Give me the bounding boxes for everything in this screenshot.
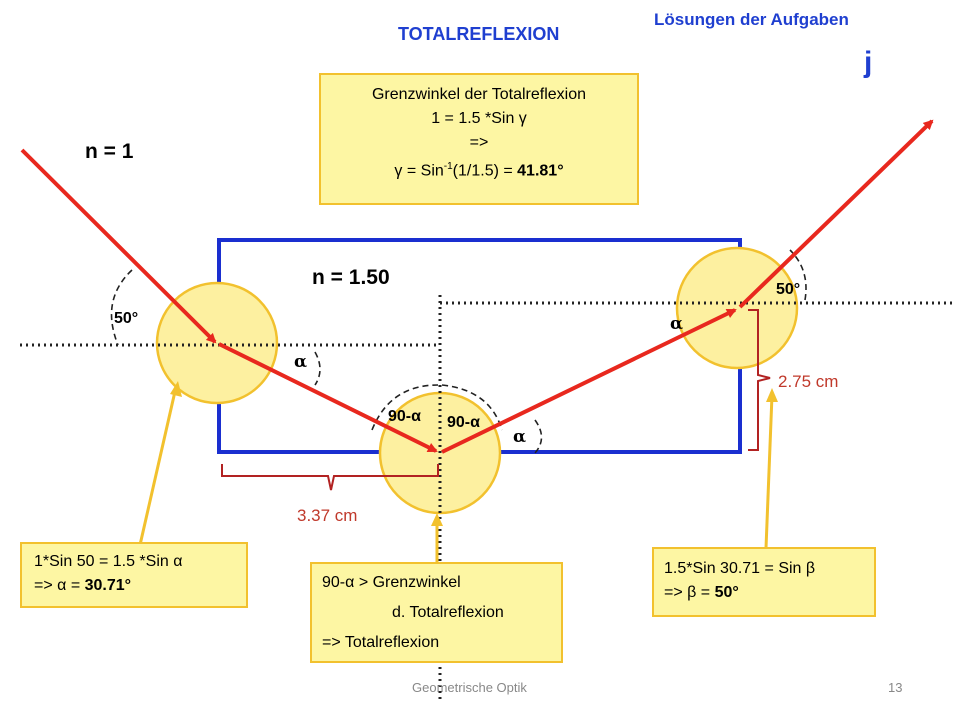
arc-alpha-reflection xyxy=(534,419,543,454)
pointer-entry-head xyxy=(170,381,182,397)
entry-alpha-value: 30.71° xyxy=(84,577,132,594)
n-outer-label: n = 1 xyxy=(85,140,134,163)
entry-box: 1*Sin 50 = 1.5 *Sin α => α = 30.71° xyxy=(20,542,248,608)
slide-mark: j xyxy=(864,46,873,79)
grenzwinkel-value: 41.81° xyxy=(517,162,564,180)
total-line2: d. Totalreflexion xyxy=(392,604,504,621)
distance-vertical: 2.75 cm xyxy=(778,372,839,391)
arc-50-entry xyxy=(110,269,133,346)
exit-box: 1.5*Sin 30.71 = Sin β => β = 50° xyxy=(652,547,876,617)
pointer-reflection-head xyxy=(431,513,443,526)
exit-beta-value: 50° xyxy=(714,584,739,601)
dim-bracket-horizontal xyxy=(221,464,439,491)
total-line3: => Totalreflexion xyxy=(322,634,440,651)
pointer-entry xyxy=(138,386,178,546)
circle-exit xyxy=(675,246,799,370)
grenzwinkel-line4-sup: -1 xyxy=(443,161,453,172)
ray-refracted xyxy=(218,342,438,453)
slide-title: TOTALREFLEXION xyxy=(398,24,560,44)
ninety-minus-alpha-right: 90-α xyxy=(447,414,480,431)
arc-50-exit xyxy=(789,249,807,301)
entry-line2: => α = 30.71° xyxy=(34,574,246,598)
grenzwinkel-line3: => xyxy=(469,134,489,151)
slide-subtitle: Lösungen der Aufgaben xyxy=(654,10,849,29)
ninety-minus-alpha-left: 90-α xyxy=(388,408,421,425)
arc-alpha-entry xyxy=(314,351,321,386)
angle-50-exit: 50° xyxy=(776,281,801,298)
exit-line2-pre: => β = xyxy=(664,584,715,601)
total-line1: 90-α > Grenzwinkel xyxy=(322,574,461,591)
page-number: 13 xyxy=(888,680,903,695)
exit-line1: 1.5*Sin 30.71 = Sin β xyxy=(664,560,816,577)
dim-bracket-vertical xyxy=(748,309,771,451)
grenzwinkel-line1: Grenzwinkel der Totalreflexion xyxy=(371,86,587,103)
grenzwinkel-box: Grenzwinkel der Totalreflexion 1 = 1.5 *… xyxy=(319,73,639,205)
angle-50-entry: 50° xyxy=(114,310,139,327)
arc-90-left xyxy=(371,384,439,431)
grenzwinkel-line2: 1 = 1.5 *Sin γ xyxy=(431,110,527,127)
pointer-exit xyxy=(764,394,774,549)
entry-line2-pre: => α = xyxy=(34,577,85,594)
exit-line2: => β = 50° xyxy=(664,581,874,605)
alpha-exit-label: α xyxy=(670,314,684,334)
grenzwinkel-line4-mid: (1/1.5) = xyxy=(452,162,518,180)
ray-incident xyxy=(20,148,217,344)
alpha-reflection-label: α xyxy=(513,427,527,447)
entry-line1: 1*Sin 50 = 1.5 *Sin α xyxy=(34,553,183,570)
footer-text: Geometrische Optik xyxy=(412,680,527,695)
ray-exit xyxy=(738,119,934,309)
alpha-entry-label: α xyxy=(294,352,308,372)
ray-reflected xyxy=(441,308,737,454)
distance-horizontal: 3.37 cm xyxy=(297,506,358,525)
grenzwinkel-line4: γ = Sin-1(1/1.5) = 41.81° xyxy=(321,155,637,183)
pointer-exit-head xyxy=(766,388,778,402)
totalreflexion-box: 90-α > Grenzwinkel d. Totalreflexion => … xyxy=(310,562,563,663)
grenzwinkel-line4-pre: γ = Sin xyxy=(394,162,444,180)
n-inner-label: n = 1.50 xyxy=(312,266,390,289)
